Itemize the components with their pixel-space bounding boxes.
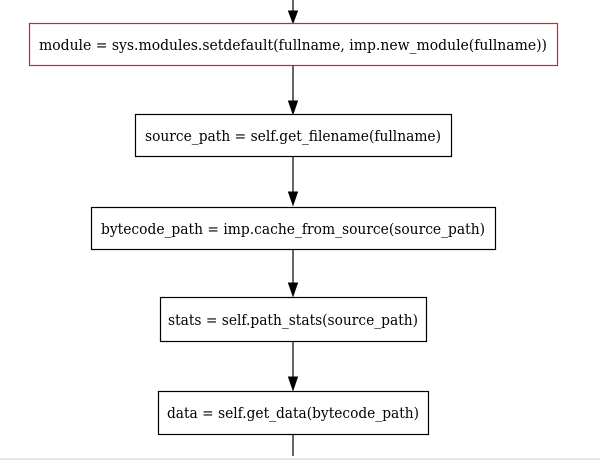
edge-n4-n5 bbox=[287, 342, 299, 392]
node-label: module = sys.modules.setdefault(fullname… bbox=[39, 36, 547, 54]
edge-n2-n3 bbox=[287, 157, 299, 207]
flow-node-source-path: source_path = self.get_filename(fullname… bbox=[134, 113, 453, 158]
edge-n3-n4 bbox=[287, 250, 299, 298]
flow-node-stats: stats = self.path_stats(source_path) bbox=[159, 296, 428, 343]
node-label: bytecode_path = imp.cache_from_source(so… bbox=[101, 220, 485, 238]
flow-node-bytecode-path: bytecode_path = imp.cache_from_source(so… bbox=[90, 206, 497, 251]
node-label: source_path = self.get_filename(fullname… bbox=[145, 127, 441, 145]
node-label: data = self.get_data(bytecode_path) bbox=[167, 404, 419, 422]
node-label: stats = self.path_stats(source_path) bbox=[168, 311, 418, 329]
edge-incoming bbox=[287, 0, 299, 25]
bottom-divider bbox=[0, 458, 600, 460]
flow-node-data: data = self.get_data(bytecode_path) bbox=[157, 390, 430, 436]
edge-n1-n2 bbox=[287, 66, 299, 116]
flow-node-module-setdefault: module = sys.modules.setdefault(fullname… bbox=[28, 22, 559, 67]
